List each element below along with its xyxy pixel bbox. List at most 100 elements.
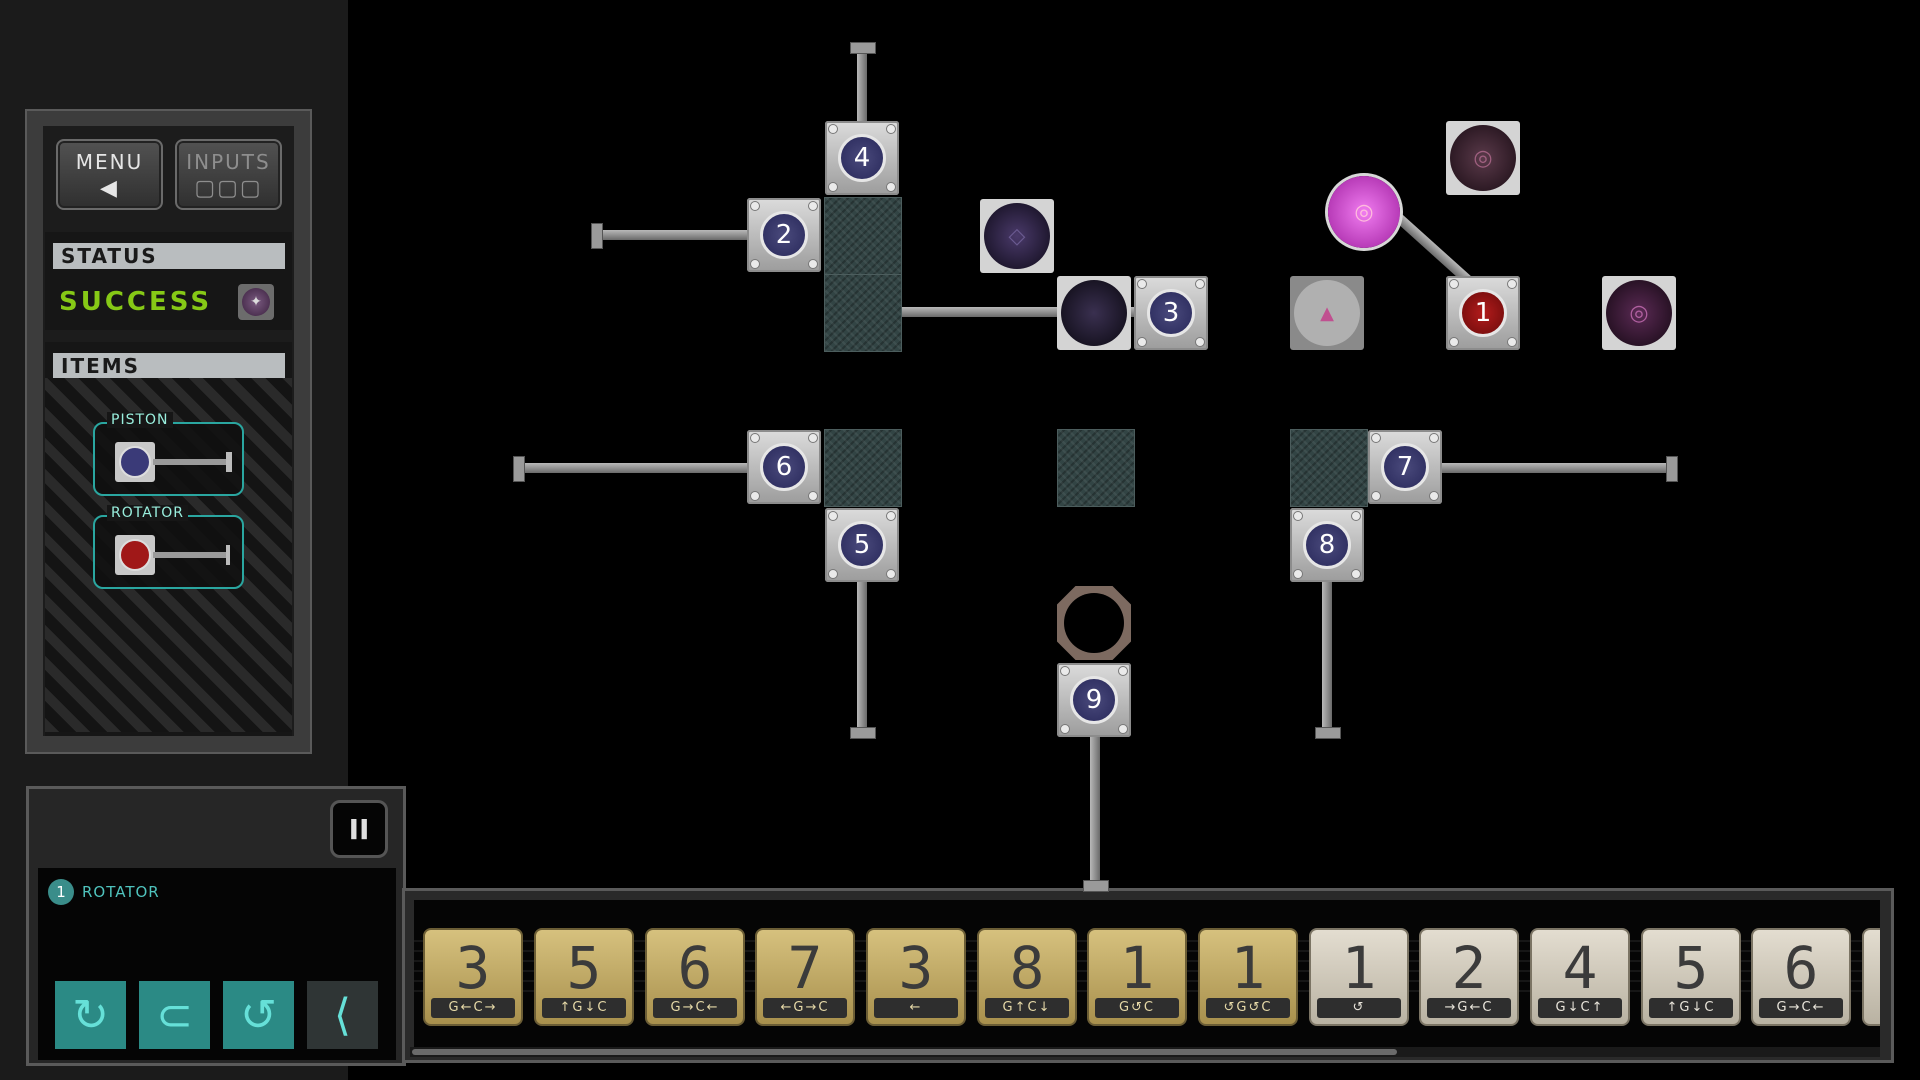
card-actions: G↑C↓ bbox=[985, 998, 1069, 1018]
release-button[interactable]: ⟨ bbox=[307, 981, 378, 1049]
screw-icon bbox=[1371, 491, 1381, 501]
timeline-card[interactable]: 5↑G↓C bbox=[534, 928, 634, 1026]
pipe-endcap bbox=[1666, 456, 1678, 482]
pipe-endcap bbox=[1315, 727, 1341, 739]
grab-button[interactable]: ⊂ bbox=[139, 981, 210, 1049]
screw-icon bbox=[1449, 279, 1459, 289]
inputs-button-label: INPUTS bbox=[186, 149, 271, 174]
screw-icon bbox=[1137, 337, 1147, 347]
piston-4[interactable]: 4 bbox=[825, 121, 899, 195]
target-icon: ✦ bbox=[238, 284, 274, 320]
timeline-card[interactable]: 3← bbox=[866, 928, 966, 1026]
rotate-cw-button[interactable]: ↻ bbox=[55, 981, 126, 1049]
magenta-ball: ◎ bbox=[1328, 176, 1400, 248]
screw-icon bbox=[750, 433, 760, 443]
pause-button[interactable]: II bbox=[330, 800, 388, 858]
piston-8[interactable]: 8 bbox=[1290, 508, 1364, 582]
screw-icon bbox=[1195, 337, 1205, 347]
screw-icon bbox=[808, 491, 818, 501]
piston-3[interactable]: 3 bbox=[1134, 276, 1208, 350]
piston-7[interactable]: 7 bbox=[1368, 430, 1442, 504]
card-actions: G→C← bbox=[1759, 998, 1843, 1018]
rotator-arm bbox=[1386, 206, 1474, 286]
status-value: SUCCESS bbox=[59, 287, 213, 317]
scrollbar-thumb[interactable] bbox=[412, 1049, 1397, 1055]
screw-icon bbox=[1118, 666, 1128, 676]
pipe bbox=[1322, 575, 1332, 735]
timeline-card[interactable]: 5↑G↓C bbox=[1641, 928, 1741, 1026]
piston-5[interactable]: 5 bbox=[825, 508, 899, 582]
item-rotator-label: ROTATOR bbox=[107, 505, 189, 521]
inputs-button[interactable]: INPUTS ▢▢▢ bbox=[175, 139, 282, 210]
back-arrow-icon: ◀ bbox=[100, 175, 119, 201]
part-number: 3 bbox=[1147, 289, 1195, 337]
orb-tile: ◎ bbox=[1446, 121, 1520, 195]
card-number: 3 bbox=[455, 934, 491, 1002]
screw-icon bbox=[750, 259, 760, 269]
card-number: 6 bbox=[677, 934, 713, 1002]
screw-icon bbox=[828, 511, 838, 521]
screw-icon bbox=[808, 259, 818, 269]
screw-icon bbox=[1371, 433, 1381, 443]
target-orb-icon: ◎ bbox=[1450, 125, 1516, 191]
selected-part-label: ROTATOR bbox=[82, 883, 160, 901]
card-number: 5 bbox=[1673, 934, 1709, 1002]
piston-6[interactable]: 6 bbox=[747, 430, 821, 504]
card-number: 8 bbox=[1009, 934, 1045, 1002]
timeline-card-current[interactable]: 1↺ bbox=[1309, 928, 1409, 1026]
screw-icon bbox=[1507, 279, 1517, 289]
part-number: 5 bbox=[838, 521, 886, 569]
release-icon: ⟨ bbox=[333, 989, 352, 1041]
card-actions: ↺G↺C bbox=[1206, 998, 1290, 1018]
piston-9[interactable]: 9 bbox=[1057, 663, 1131, 737]
timeline-scrollbar[interactable] bbox=[410, 1047, 1880, 1057]
part-number: 1 bbox=[1459, 289, 1507, 337]
part-number: 4 bbox=[838, 134, 886, 182]
timeline-card-partial[interactable] bbox=[1862, 928, 1880, 1026]
screw-icon bbox=[808, 433, 818, 443]
screw-icon bbox=[1351, 511, 1361, 521]
card-actions: ↑G↓C bbox=[1649, 998, 1733, 1018]
timeline-card[interactable]: 1↺G↺C bbox=[1198, 928, 1298, 1026]
pipe bbox=[857, 575, 867, 735]
card-actions: →G←C bbox=[1427, 998, 1511, 1018]
card-actions: ←G→C bbox=[763, 998, 847, 1018]
floor-tile bbox=[1057, 429, 1135, 507]
piston-2[interactable]: 2 bbox=[747, 198, 821, 272]
card-actions: G↓C↑ bbox=[1538, 998, 1622, 1018]
timeline-card[interactable]: 2→G←C bbox=[1419, 928, 1519, 1026]
status-title: STATUS bbox=[53, 243, 285, 269]
screw-icon bbox=[886, 569, 896, 579]
screw-icon bbox=[750, 201, 760, 211]
piston-arm bbox=[153, 459, 229, 465]
menu-button[interactable]: MENU ◀ bbox=[56, 139, 163, 210]
card-number: 1 bbox=[1230, 934, 1266, 1002]
pause-icon: II bbox=[348, 812, 370, 846]
card-number: 6 bbox=[1783, 934, 1819, 1002]
menu-button-label: MENU bbox=[75, 149, 144, 174]
timeline-card[interactable]: 7←G→C bbox=[755, 928, 855, 1026]
orb-tile: ◎ bbox=[1602, 276, 1676, 350]
piston-icon bbox=[115, 442, 155, 482]
item-rotator[interactable]: ROTATOR bbox=[93, 505, 244, 589]
rotate-ccw-button[interactable]: ↺ bbox=[223, 981, 294, 1049]
piston-cap bbox=[226, 452, 232, 472]
screw-icon bbox=[828, 182, 838, 192]
card-number: 1 bbox=[1341, 934, 1377, 1002]
rotator-arm bbox=[153, 552, 229, 558]
inputs-icon: ▢▢▢ bbox=[194, 175, 263, 201]
rotator-1[interactable]: 1 bbox=[1446, 276, 1520, 350]
part-number: 6 bbox=[760, 443, 808, 491]
floor-tile bbox=[824, 197, 902, 275]
part-number: 9 bbox=[1070, 676, 1118, 724]
item-piston[interactable]: PISTON bbox=[93, 412, 244, 496]
pipe bbox=[900, 307, 1205, 317]
card-actions: G→C← bbox=[653, 998, 737, 1018]
